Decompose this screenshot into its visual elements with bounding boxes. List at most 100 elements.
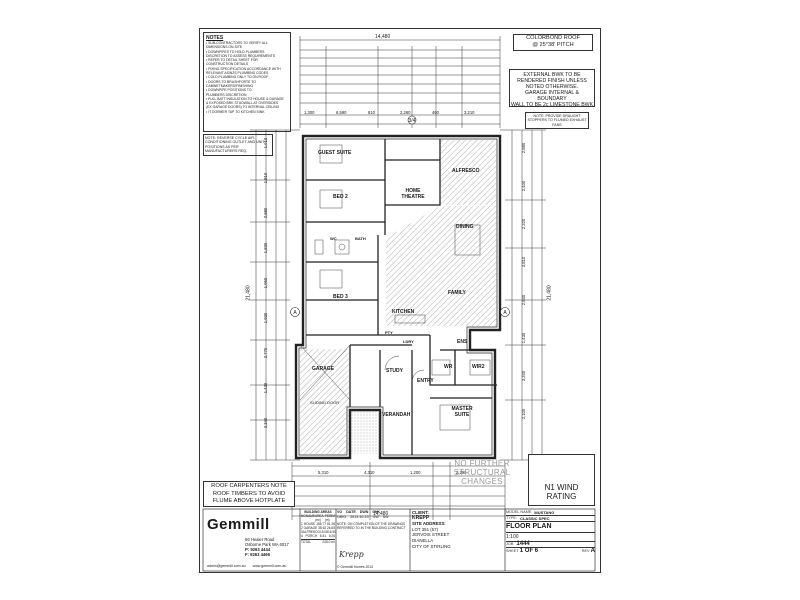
rev-value: A <box>590 548 595 554</box>
model-block: MODEL NAME MUSTANG TYPE: CLASSIC SPEC FL… <box>506 510 595 570</box>
svg-text:3/4: 3/4 <box>409 118 416 124</box>
wind-line2: RATING <box>546 492 577 501</box>
company-contact: admin@gemmill.com.au www.gemmill.com.au <box>207 564 286 568</box>
table-cell: 5.51 <box>319 534 327 538</box>
sheet-value: 1 OF 6 <box>519 548 539 554</box>
note-item: • FIXING SPECIFICATION ACCORDANCE WITH <box>206 66 281 71</box>
room-label-alfresco: ALFRESCO <box>452 168 480 174</box>
bottom-dimension-lines <box>291 462 506 520</box>
stamp-line: NO FURTHER <box>454 459 510 468</box>
ext-note-line: GARAGE INTERNAL & BOUNDARY <box>525 90 579 102</box>
note-item: • COLD PLUMBING ONLY TO ON ROOF <box>206 75 269 80</box>
site-label: SITE ADDRESS: <box>412 521 446 527</box>
table-cell: 4 <box>301 534 303 538</box>
note-item: CONSTRUCTION DETAILS <box>206 62 249 67</box>
table-cell: 16.90 <box>327 530 336 534</box>
table-cell: PORCH <box>305 534 318 538</box>
room-label-guest-suite: GUEST SUITE <box>318 150 352 156</box>
job-label: JOB <box>506 542 514 546</box>
revisions-header-cell: DATE <box>346 510 356 514</box>
aircon-note: NOTE: REVERSE CYCLE AIR-CONDITIONING OUT… <box>203 134 273 156</box>
wind-line1: N1 WIND <box>544 483 579 492</box>
wind-rating-text: N1 WIND RATING <box>529 483 594 501</box>
room-label-wc: WC <box>330 236 337 241</box>
total-value: 245.0 m² <box>322 540 335 544</box>
garage-hatch <box>300 349 349 454</box>
room-label-pty: PTY <box>385 330 393 335</box>
areas-header-cell: PERIM (m) <box>324 514 335 522</box>
dimension-label: 4,310 <box>364 470 375 475</box>
room-label-verandah: VERANDAH <box>382 412 411 418</box>
room-label-home-theatre: HOME THEATRE <box>401 188 425 200</box>
room-label-family: FAMILY <box>448 290 466 296</box>
room-label-garage: GARAGE <box>312 366 334 372</box>
roof-note-line2: @ 25°38' PITCH <box>532 42 574 48</box>
overall-depth-dim-left: 21,480 <box>245 285 252 301</box>
svg-text:A: A <box>293 310 297 316</box>
note-item: DISCRETION TO ASSESS REQUIREMENTS <box>206 53 276 58</box>
table-cell: 2 <box>301 526 303 530</box>
revisions-header-cell: DWN <box>359 510 369 514</box>
table-cell: 185.77 <box>316 522 326 526</box>
no-structural-changes-stamp: NO FURTHER STRUCTURAL CHANGES <box>447 459 517 486</box>
client-block: CLIENT: KREPP SITE ADDRESS: LOT 351 (57)… <box>412 510 504 570</box>
room-label-wir2: WIR2 <box>472 364 485 370</box>
living-tiles-hatch <box>386 206 497 326</box>
dimension-label: 1,010 <box>263 137 269 149</box>
notes-title: NOTES <box>206 35 224 41</box>
notes-list: • SUB-CONTRACTORS TO VERIFY ALL DIMENSIO… <box>206 41 288 114</box>
sheet-label: SHEET <box>506 549 519 553</box>
job-row: JOB 1444 <box>506 541 595 547</box>
fixtures <box>299 144 491 431</box>
dimension-label: 2,880 <box>263 207 269 219</box>
dimension-label: 1,960 <box>263 277 269 289</box>
overall-depth-dim-right: 21,480 <box>546 285 553 301</box>
svg-text:A: A <box>503 310 507 316</box>
dimension-label: 2,320 <box>521 218 527 230</box>
note-item: PLUMBERS DISCRETION <box>206 92 247 97</box>
table-cell: 3 <box>301 530 303 534</box>
type-value: CLASSIC SPEC <box>519 516 550 521</box>
roof-carpenters-note: ROOF CARPENTERS NOTE ROOF TIMBERS TO AVO… <box>203 481 295 507</box>
client-name: KREPP <box>412 514 430 521</box>
note-item: (EX GARAGE DOORS) TO INTERNAL CEILING <box>206 105 280 110</box>
note-item: • SUB-CONTRACTORS TO VERIFY ALL <box>206 41 268 45</box>
draught-stopper-note: NOTE: PROVIDE DRAUGHT STOPPERS TO FLUMED… <box>525 112 589 129</box>
section-markers <box>290 115 510 317</box>
right-dimension-lines <box>500 129 546 461</box>
site-line: DIANELLA <box>412 537 434 543</box>
note-item: RELEVANT AS/NZS PLUMBING CODES <box>206 71 269 76</box>
room-label-wr: WR <box>444 364 453 370</box>
title-block-grid <box>202 508 596 572</box>
site-line: JERVOIS STREET <box>412 532 450 538</box>
room-label-ens: ENS <box>457 339 468 345</box>
address-line-2: Osborne Park WA 6017 <box>245 542 289 547</box>
revisions-header-cell: CHK <box>372 510 381 514</box>
type-label: TYPE: <box>506 516 517 520</box>
dimension-label: 1,300 <box>304 110 315 115</box>
dimension-label: 3,210 <box>464 110 475 115</box>
sheet-title: FLOOR PLAN <box>506 522 595 533</box>
room-label-bed3: BED 3 <box>333 294 348 300</box>
client-note: NOTE: ON COMPLETION OF THE DRAWINGS REFE… <box>337 522 406 530</box>
carpenters-line: ROOF TIMBERS TO AVOID <box>212 490 286 497</box>
note-item: • REFER TO DETAIL SHEET FOR <box>206 58 258 63</box>
table-cell: 81.26 <box>327 522 335 526</box>
notes-box: NOTES • SUB-CONTRACTORS TO VERIFY ALL DI… <box>203 32 291 132</box>
verandah-paving <box>351 410 382 454</box>
note-item: • IT DORMER TAP TO KITCHEN SINK <box>206 109 265 114</box>
client-label: CLIENT: <box>412 510 429 515</box>
address-line-1: 66 Healer Road <box>245 537 275 542</box>
dimension-label: 1,430 <box>521 332 527 344</box>
company-address: 66 Healer Road Osborne Park WA 6017 P: 9… <box>245 537 289 557</box>
table-cell: 2013-10-13 <box>350 514 369 519</box>
site-line: CITY OF STIRLING <box>412 543 451 549</box>
copyright: © Gemmill Homes 2013 <box>337 565 374 569</box>
